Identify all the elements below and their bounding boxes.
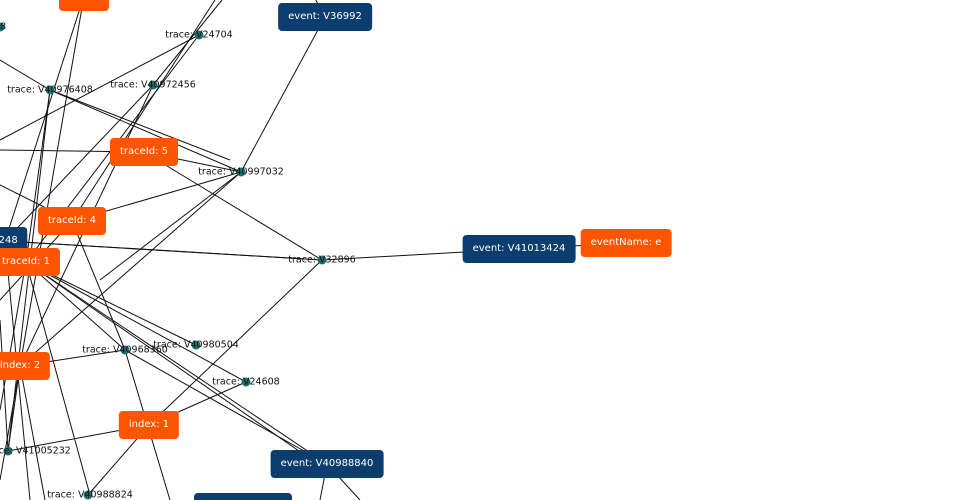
trace-label-t40988824[interactable]: trace: V40988824 xyxy=(47,489,133,500)
attribute-node-traceid4[interactable]: traceId: 4 xyxy=(37,207,107,235)
trace-label-t24704[interactable]: trace: V24704 xyxy=(165,29,233,41)
trace-dot-t24608[interactable] xyxy=(241,377,251,387)
edge-traceid1-e40988840 xyxy=(25,261,328,465)
edge-traceid1-t40968360 xyxy=(25,261,126,351)
trace-dot-t40976408[interactable] xyxy=(45,85,55,95)
event-node-e_bottom[interactable] xyxy=(194,493,292,500)
trace-dot-t40997032[interactable] xyxy=(236,167,246,177)
attribute-node-top_orange[interactable] xyxy=(59,0,109,11)
trace-label-t32896[interactable]: trace: V32896 xyxy=(288,254,356,266)
edge-t40968360-e40988840 xyxy=(124,349,328,465)
edge-extra-9 xyxy=(25,89,51,263)
edge-extra-6 xyxy=(0,34,200,141)
trace-label-t40980504[interactable]: trace: V40980504 xyxy=(153,339,239,351)
attribute-node-index2[interactable]: index: 2 xyxy=(0,352,51,380)
edge-traceid5-t32896 xyxy=(143,151,323,261)
edge-extra-16 xyxy=(19,365,46,500)
trace-dot-t_08[interactable] xyxy=(0,22,5,32)
edge-traceid1-t24608 xyxy=(25,261,247,383)
trace-dot-t40988824[interactable] xyxy=(83,490,93,500)
trace-label-t_08[interactable]: 08 xyxy=(0,21,7,33)
edge-t32896-index1 xyxy=(148,259,323,426)
trace-label-t40968360[interactable]: trace: V40968360 xyxy=(82,344,168,356)
edge-extra-3 xyxy=(4,84,154,242)
trace-dot-t32896[interactable] xyxy=(317,255,327,265)
edge-extra-15 xyxy=(0,365,21,481)
edge-extra-5 xyxy=(152,0,223,86)
trace-dot-t40968360[interactable] xyxy=(120,345,130,355)
edge-extra-13 xyxy=(4,240,323,261)
event-node-e36992[interactable]: event: V36992 xyxy=(278,3,372,31)
attribute-node-traceid1[interactable]: traceId: 1 xyxy=(0,248,61,276)
edge-extra-20 xyxy=(25,261,91,496)
edge-extra-28 xyxy=(49,89,231,161)
trace-label-t40997032[interactable]: trace: V40997032 xyxy=(198,166,284,178)
edge-extra-1 xyxy=(4,0,84,242)
edge-extra-4 xyxy=(71,0,216,222)
trace-dot-t40972456[interactable] xyxy=(148,80,158,90)
trace-label-t24608[interactable]: trace: V24608 xyxy=(212,376,280,388)
edge-e36992-t40997032 xyxy=(240,16,326,173)
edge-extra-24 xyxy=(71,220,126,351)
trace-dot-t24704[interactable] xyxy=(194,30,204,40)
edge-extra-26 xyxy=(99,171,242,281)
edge-extra-8 xyxy=(0,59,51,91)
edge-t40997032-index2 xyxy=(19,171,242,367)
trace-dot-t40980504[interactable] xyxy=(191,340,201,350)
trace-label-t40976408[interactable]: trace: V40976408 xyxy=(7,84,93,96)
attribute-node-traceid5[interactable]: traceId: 5 xyxy=(109,138,179,166)
trace-label-t41005232[interactable]: trace: V41005232 xyxy=(0,445,71,457)
edge-extra-0 xyxy=(19,0,84,367)
trace-dot-t41005232[interactable] xyxy=(3,446,13,456)
event-node-e40988840[interactable]: event: V40988840 xyxy=(270,450,384,478)
trace-label-t40972456[interactable]: trace: V40972456 xyxy=(110,79,196,91)
edge-extra-19 xyxy=(0,319,9,452)
edge-extra-23 xyxy=(25,261,313,461)
event-node-e41013424[interactable]: event: V41013424 xyxy=(462,235,576,263)
attribute-node-index1[interactable]: index: 1 xyxy=(118,411,180,439)
edge-t40976408-t40997032 xyxy=(49,89,242,173)
attribute-node-eventname_e[interactable]: eventName: e xyxy=(580,229,672,257)
